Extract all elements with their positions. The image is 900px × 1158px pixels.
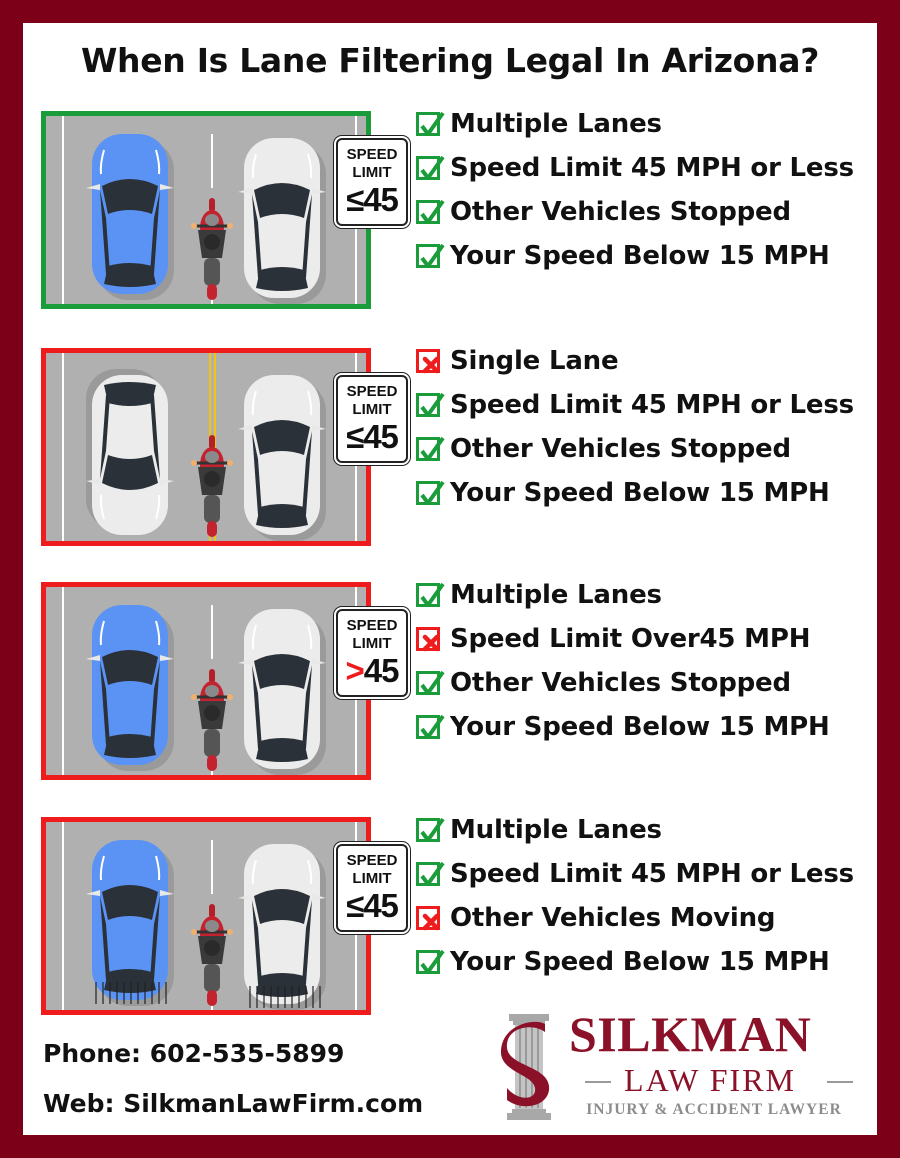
divider — [585, 1081, 611, 1083]
infographic: When Is Lane Filtering Legal In Arizona? — [23, 23, 877, 1135]
condition-item: Your Speed Below 15 MPH — [416, 705, 830, 749]
divider — [827, 1081, 853, 1083]
condition-label: Multiple Lanes — [450, 580, 662, 610]
condition-label: Other Vehicles Stopped — [450, 668, 791, 698]
phone-number: Phone: 602-535-5899 — [43, 1039, 345, 1068]
x-mark-icon — [416, 627, 440, 652]
condition-list-legal: Multiple Lanes Speed Limit 45 MPH or Les… — [416, 102, 854, 278]
silkman-logo: SILKMAN LAW FIRM INJURY & ACCIDENT LAWYE… — [501, 1008, 861, 1128]
website: Web: SilkmanLawFirm.com — [43, 1089, 424, 1118]
condition-label: Your Speed Below 15 MPH — [450, 712, 830, 742]
road-scene-icon — [46, 822, 366, 1010]
condition-item: Your Speed Below 15 MPH — [416, 234, 854, 278]
checkmark-icon — [416, 155, 445, 180]
checkmark-icon — [416, 243, 445, 268]
condition-item: Speed Limit 45 MPH or Less — [416, 852, 854, 896]
condition-label: Your Speed Below 15 MPH — [450, 478, 830, 508]
sign-value: 45 — [363, 181, 399, 218]
sign-operator: ≤ — [346, 181, 364, 218]
condition-item: Other Vehicles Moving — [416, 896, 854, 940]
checkmark-icon — [416, 861, 445, 886]
sign-value: 45 — [363, 418, 399, 455]
condition-label: Speed Limit 45 MPH or Less — [450, 153, 854, 183]
condition-item: Other Vehicles Stopped — [416, 190, 854, 234]
sign-line-2: LIMIT — [352, 870, 392, 887]
scenario-illustration-legal: SPEED LIMIT ≤45 — [41, 111, 408, 309]
sign-value: 45 — [363, 887, 399, 924]
condition-item: Your Speed Below 15 MPH — [416, 471, 854, 515]
condition-label: Speed Limit 45 MPH or Less — [450, 859, 854, 889]
checkmark-icon — [416, 436, 445, 461]
sign-line-1: SPEED — [346, 617, 398, 634]
logo-name: SILKMAN — [569, 1006, 812, 1062]
checkmark-icon — [416, 480, 445, 505]
speed-limit-sign: SPEED LIMIT ≤45 — [336, 138, 408, 226]
road-scene-icon — [46, 353, 366, 541]
speed-limit-sign: SPEED LIMIT >45 — [336, 609, 408, 697]
condition-item: Multiple Lanes — [416, 573, 830, 617]
sign-line-2: LIMIT — [352, 164, 392, 181]
condition-list-vehicles-moving: Multiple Lanes Speed Limit 45 MPH or Les… — [416, 808, 854, 984]
scenario-illustration-single-lane: SPEED LIMIT ≤45 — [41, 348, 408, 546]
condition-label: Your Speed Below 15 MPH — [450, 241, 830, 271]
checkmark-icon — [416, 670, 445, 695]
condition-label: Speed Limit Over45 MPH — [450, 624, 811, 654]
condition-item: Multiple Lanes — [416, 102, 854, 146]
condition-item: Your Speed Below 15 MPH — [416, 940, 854, 984]
sign-line-2: LIMIT — [352, 635, 392, 652]
condition-label: Other Vehicles Stopped — [450, 197, 791, 227]
sign-line-1: SPEED — [346, 146, 398, 163]
condition-label: Single Lane — [450, 346, 619, 376]
x-mark-icon — [416, 349, 440, 374]
condition-item: Other Vehicles Stopped — [416, 427, 854, 471]
x-mark-icon — [416, 906, 440, 931]
checkmark-icon — [416, 199, 445, 224]
condition-item: Other Vehicles Stopped — [416, 661, 830, 705]
checkmark-icon — [416, 582, 445, 607]
road-scene-icon — [46, 116, 366, 304]
sign-operator: ≤ — [346, 887, 364, 924]
condition-label: Other Vehicles Moving — [450, 903, 776, 933]
logo-tagline: INJURY & ACCIDENT LAWYER — [586, 1101, 842, 1118]
scenario-illustration-vehicles-moving: SPEED LIMIT ≤45 — [41, 817, 408, 1015]
condition-item: Speed Limit Over45 MPH — [416, 617, 830, 661]
sign-line-2: LIMIT — [352, 401, 392, 418]
condition-label: Your Speed Below 15 MPH — [450, 947, 830, 977]
checkmark-icon — [416, 111, 445, 136]
sign-operator: ≤ — [346, 418, 364, 455]
condition-item: Multiple Lanes — [416, 808, 854, 852]
condition-item: Speed Limit 45 MPH or Less — [416, 146, 854, 190]
condition-label: Multiple Lanes — [450, 815, 662, 845]
checkmark-icon — [416, 949, 445, 974]
condition-list-single-lane: Single Lane Speed Limit 45 MPH or Less O… — [416, 339, 854, 515]
condition-list-over-45: Multiple Lanes Speed Limit Over45 MPH Ot… — [416, 573, 830, 749]
checkmark-icon — [416, 392, 445, 417]
checkmark-icon — [416, 817, 445, 842]
checkmark-icon — [416, 714, 445, 739]
condition-label: Multiple Lanes — [450, 109, 662, 139]
logo-firm: LAW FIRM — [624, 1062, 796, 1098]
scenario-illustration-over-45: SPEED LIMIT >45 — [41, 582, 408, 780]
speed-limit-sign: SPEED LIMIT ≤45 — [336, 844, 408, 932]
sign-line-1: SPEED — [346, 852, 398, 869]
speed-limit-sign: SPEED LIMIT ≤45 — [336, 375, 408, 463]
road-scene-icon — [46, 587, 366, 775]
condition-label: Speed Limit 45 MPH or Less — [450, 390, 854, 420]
sign-line-1: SPEED — [346, 383, 398, 400]
sign-value: 45 — [363, 652, 400, 689]
page-title: When Is Lane Filtering Legal In Arizona? — [80, 41, 820, 80]
sign-operator: > — [345, 652, 365, 689]
s-pillar-logo-icon — [501, 1014, 551, 1120]
condition-item: Single Lane — [416, 339, 854, 383]
condition-label: Other Vehicles Stopped — [450, 434, 791, 464]
condition-item: Speed Limit 45 MPH or Less — [416, 383, 854, 427]
